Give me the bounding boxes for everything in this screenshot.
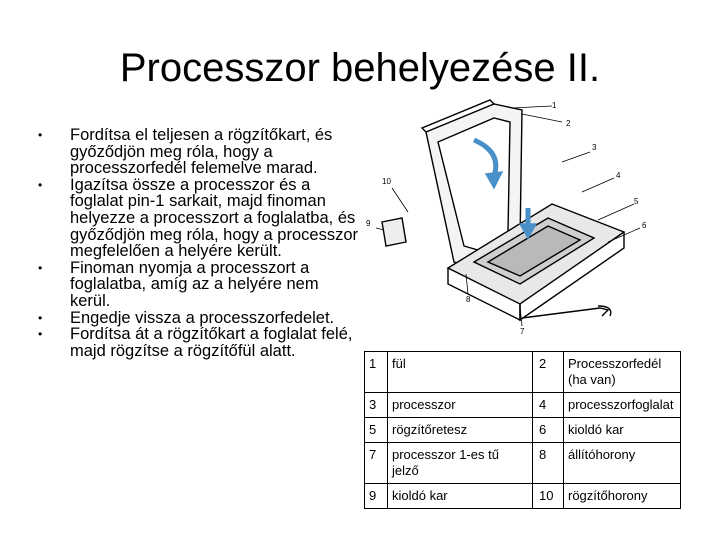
table-row: 1 fül 2 Processzorfedél (ha van) — [364, 351, 681, 393]
table-row: 7 processzor 1-es tű jelző 8 állítóhoron… — [364, 442, 681, 484]
table-row: 5 rögzítőretesz 6 kioldó kar — [364, 417, 681, 443]
legend-text: processzor 1-es tű jelző — [387, 442, 533, 484]
legend-number: 9 — [364, 483, 388, 509]
list-item-text: Igazítsa össze a processzor és a foglala… — [70, 175, 358, 261]
figure-label: 1 — [552, 101, 557, 110]
bullet-icon: • — [38, 128, 43, 142]
list-item: • Igazítsa össze a processzor és a foglal… — [38, 175, 358, 261]
bullet-icon: • — [38, 327, 43, 342]
legend-table: 1 fül 2 Processzorfedél (ha van) 3 proce… — [364, 351, 681, 509]
bullet-icon: • — [38, 310, 43, 325]
legend-number: 3 — [364, 392, 388, 418]
list-item-text: Finoman nyomja a processzort a foglalatb… — [70, 258, 319, 310]
legend-number: 6 — [532, 417, 564, 443]
legend-number: 8 — [532, 442, 564, 484]
figure-label: 3 — [592, 143, 597, 152]
legend-text: processzor — [387, 392, 533, 418]
legend-text: processzorfoglalat — [563, 392, 681, 418]
list-item-text: Fordítsa át a rögzítőkart a foglalat fel… — [70, 325, 353, 360]
figure-label: 9 — [366, 219, 371, 228]
list-item: • Fordítsa át a rögzítőkart a foglalat fe… — [38, 326, 358, 359]
figure-label: 4 — [616, 171, 621, 180]
legend-number: 2 — [532, 351, 564, 393]
slide-title: Processzor behelyezése II. — [119, 46, 601, 90]
bullet-icon: • — [38, 177, 43, 192]
legend-number: 10 — [532, 483, 564, 509]
processor-socket-illustration: 1 2 3 4 5 6 7 8 9 10 — [366, 99, 647, 336]
legend-text: kioldó kar — [563, 417, 681, 443]
figure-label: 8 — [466, 295, 471, 304]
list-item-text: Fordítsa el teljesen a rögzítőkart, és g… — [70, 126, 333, 178]
legend-text: rögzítőhorony — [563, 483, 681, 509]
legend-number: 4 — [532, 392, 564, 418]
list-item: • Fordítsa el teljesen a rögzítőkart, és … — [38, 127, 358, 177]
table-row: 3 processzor 4 processzorfoglalat — [364, 392, 681, 418]
figure-label: 5 — [634, 197, 639, 206]
list-item-text: Engedje vissza a processzorfedelet. — [70, 308, 335, 327]
legend-text: kioldó kar — [387, 483, 533, 509]
figure-label: 2 — [566, 119, 571, 128]
legend-text: rögzítőretesz — [387, 417, 533, 443]
legend-number: 5 — [364, 417, 388, 443]
legend-number: 1 — [364, 351, 388, 393]
table-row: 9 kioldó kar 10 rögzítőhorony — [364, 483, 681, 509]
list-item: • Engedje vissza a processzorfedelet. — [38, 308, 358, 327]
list-item: • Finoman nyomja a processzort a foglalat… — [38, 258, 358, 310]
legend-text: fül — [387, 351, 533, 393]
legend-text: Processzorfedél (ha van) — [563, 351, 681, 393]
figure-label: 10 — [382, 177, 391, 186]
legend-number: 7 — [364, 442, 388, 484]
bullet-icon: • — [38, 260, 43, 275]
figure-label: 7 — [520, 327, 525, 336]
figure-label: 6 — [642, 221, 647, 230]
instruction-list: • Fordítsa el teljesen a rögzítőkart, és … — [38, 127, 358, 359]
legend-text: állítóhorony — [563, 442, 681, 484]
